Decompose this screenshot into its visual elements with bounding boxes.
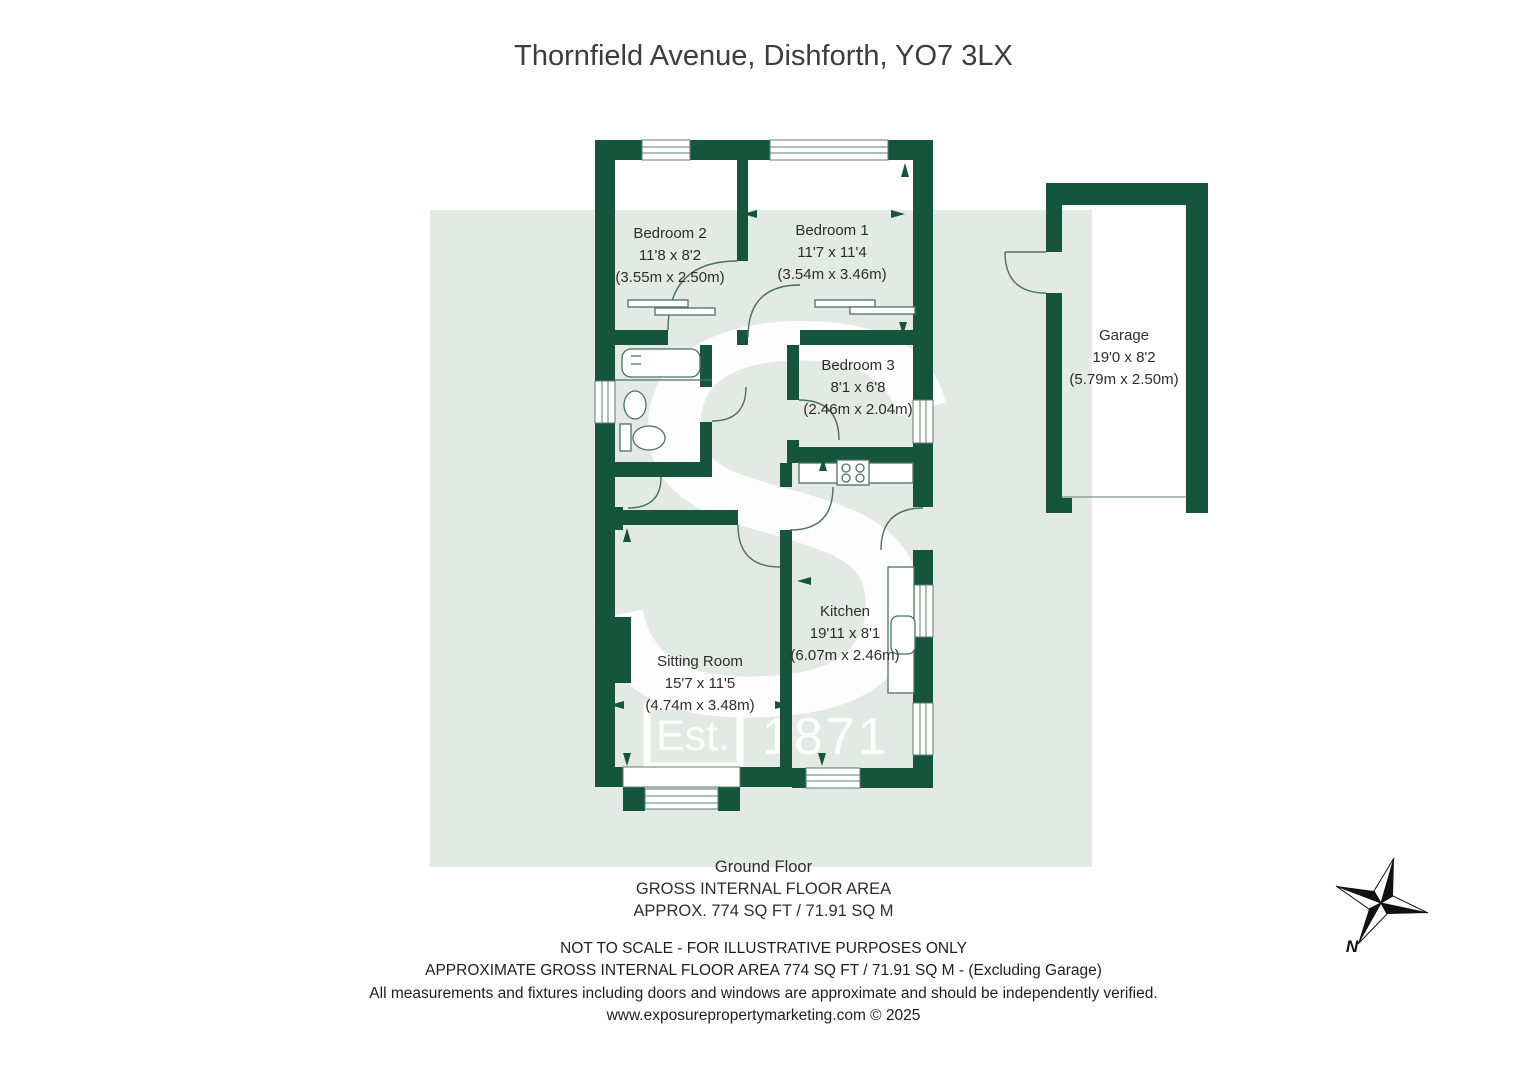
bedroom2-metric: (3.55m x 2.50m) (615, 269, 724, 286)
page-title: Thornfield Avenue, Dishforth, YO7 3LX (514, 40, 1013, 72)
door-garage-side (1004, 251, 1047, 294)
kitchen-name: Kitchen (820, 603, 870, 620)
disclaimer-line-3: All measurements and fixtures including … (369, 985, 1158, 1002)
bedroom1-metric: (3.54m x 3.46m) (777, 266, 886, 283)
window-kitchen-right-2 (912, 702, 934, 756)
sink-icon (890, 615, 916, 655)
bedroom2-imperial: 11'8 x 8'2 (639, 247, 701, 264)
floor-name: Ground Floor (714, 858, 813, 876)
bedroom3-imperial: 8'1 x 6'8 (831, 379, 886, 396)
gross-area-value: APPROX. 774 SQ FT / 71.91 SQ M (633, 902, 894, 920)
window-bedroom1-top (769, 139, 889, 161)
fixtures (615, 299, 916, 694)
door-hall-lobby (627, 476, 662, 509)
disclaimer-line-2: APPROXIMATE GROSS INTERNAL FLOOR AREA 77… (425, 962, 1102, 979)
door-bathroom (711, 386, 747, 422)
disclaimer-line-4: www.exposurepropertymarketing.com © 2025 (606, 1007, 921, 1024)
sitting-room-name: Sitting Room (657, 653, 743, 670)
door-kitchen-rear (880, 507, 924, 551)
wardrobe-icon-bedroom2 (627, 299, 716, 316)
dimension-arrows (610, 163, 909, 766)
door-sitting-room (737, 524, 781, 568)
garage-name: Garage (1099, 327, 1149, 344)
bedroom1-name: Bedroom 1 (795, 222, 868, 239)
window-bedroom2-top (641, 139, 691, 161)
est-label: Est. (656, 712, 730, 760)
basin-icon (623, 390, 647, 420)
bedroom3-name: Bedroom 3 (821, 357, 894, 374)
bedroom2-name: Bedroom 2 (633, 225, 706, 242)
gross-area-heading: GROSS INTERNAL FLOOR AREA (635, 880, 892, 898)
toilet-icon (619, 423, 666, 452)
compass-north-label: N (1346, 937, 1359, 956)
window-kitchen-bottom (805, 767, 861, 789)
door-kitchen-hall (789, 486, 834, 531)
est-badge-box (643, 702, 744, 770)
window-bedroom3-right (912, 399, 934, 444)
wardrobe-icon-bedroom1 (814, 299, 916, 315)
room-labels: Bedroom 2 11'8 x 8'2 (3.55m x 2.50m) Bed… (615, 222, 1178, 714)
kitchen-metric: (6.07m x 2.46m) (790, 647, 899, 664)
hob-icon (836, 459, 870, 486)
bay-window-sitting-room (622, 766, 741, 810)
compass-icon: N (1335, 857, 1429, 956)
garage-imperial: 19'0 x 8'2 (1092, 349, 1155, 366)
background-band (430, 210, 1092, 867)
bath-icon (621, 348, 701, 378)
door-bedroom3 (798, 399, 840, 441)
windows (594, 139, 1186, 810)
kitchen-imperial: 19'11 x 8'1 (810, 625, 881, 642)
window-kitchen-right-1 (912, 584, 934, 638)
garage-metric: (5.79m x 2.50m) (1069, 371, 1178, 388)
door-bedroom1 (747, 284, 801, 338)
sitting-room-metric: (4.74m x 3.48m) (645, 697, 754, 714)
sitting-room-imperial: 15'7 x 11'5 (665, 675, 736, 692)
bedroom3-metric: (2.46m x 2.04m) (803, 401, 912, 418)
window-bathroom-left (594, 380, 616, 424)
disclaimer-line-1: NOT TO SCALE - FOR ILLUSTRATIVE PURPOSES… (560, 940, 967, 957)
doors (627, 251, 1047, 568)
walls (595, 140, 1208, 811)
bedroom1-imperial: 11'7 x 11'4 (797, 244, 866, 261)
